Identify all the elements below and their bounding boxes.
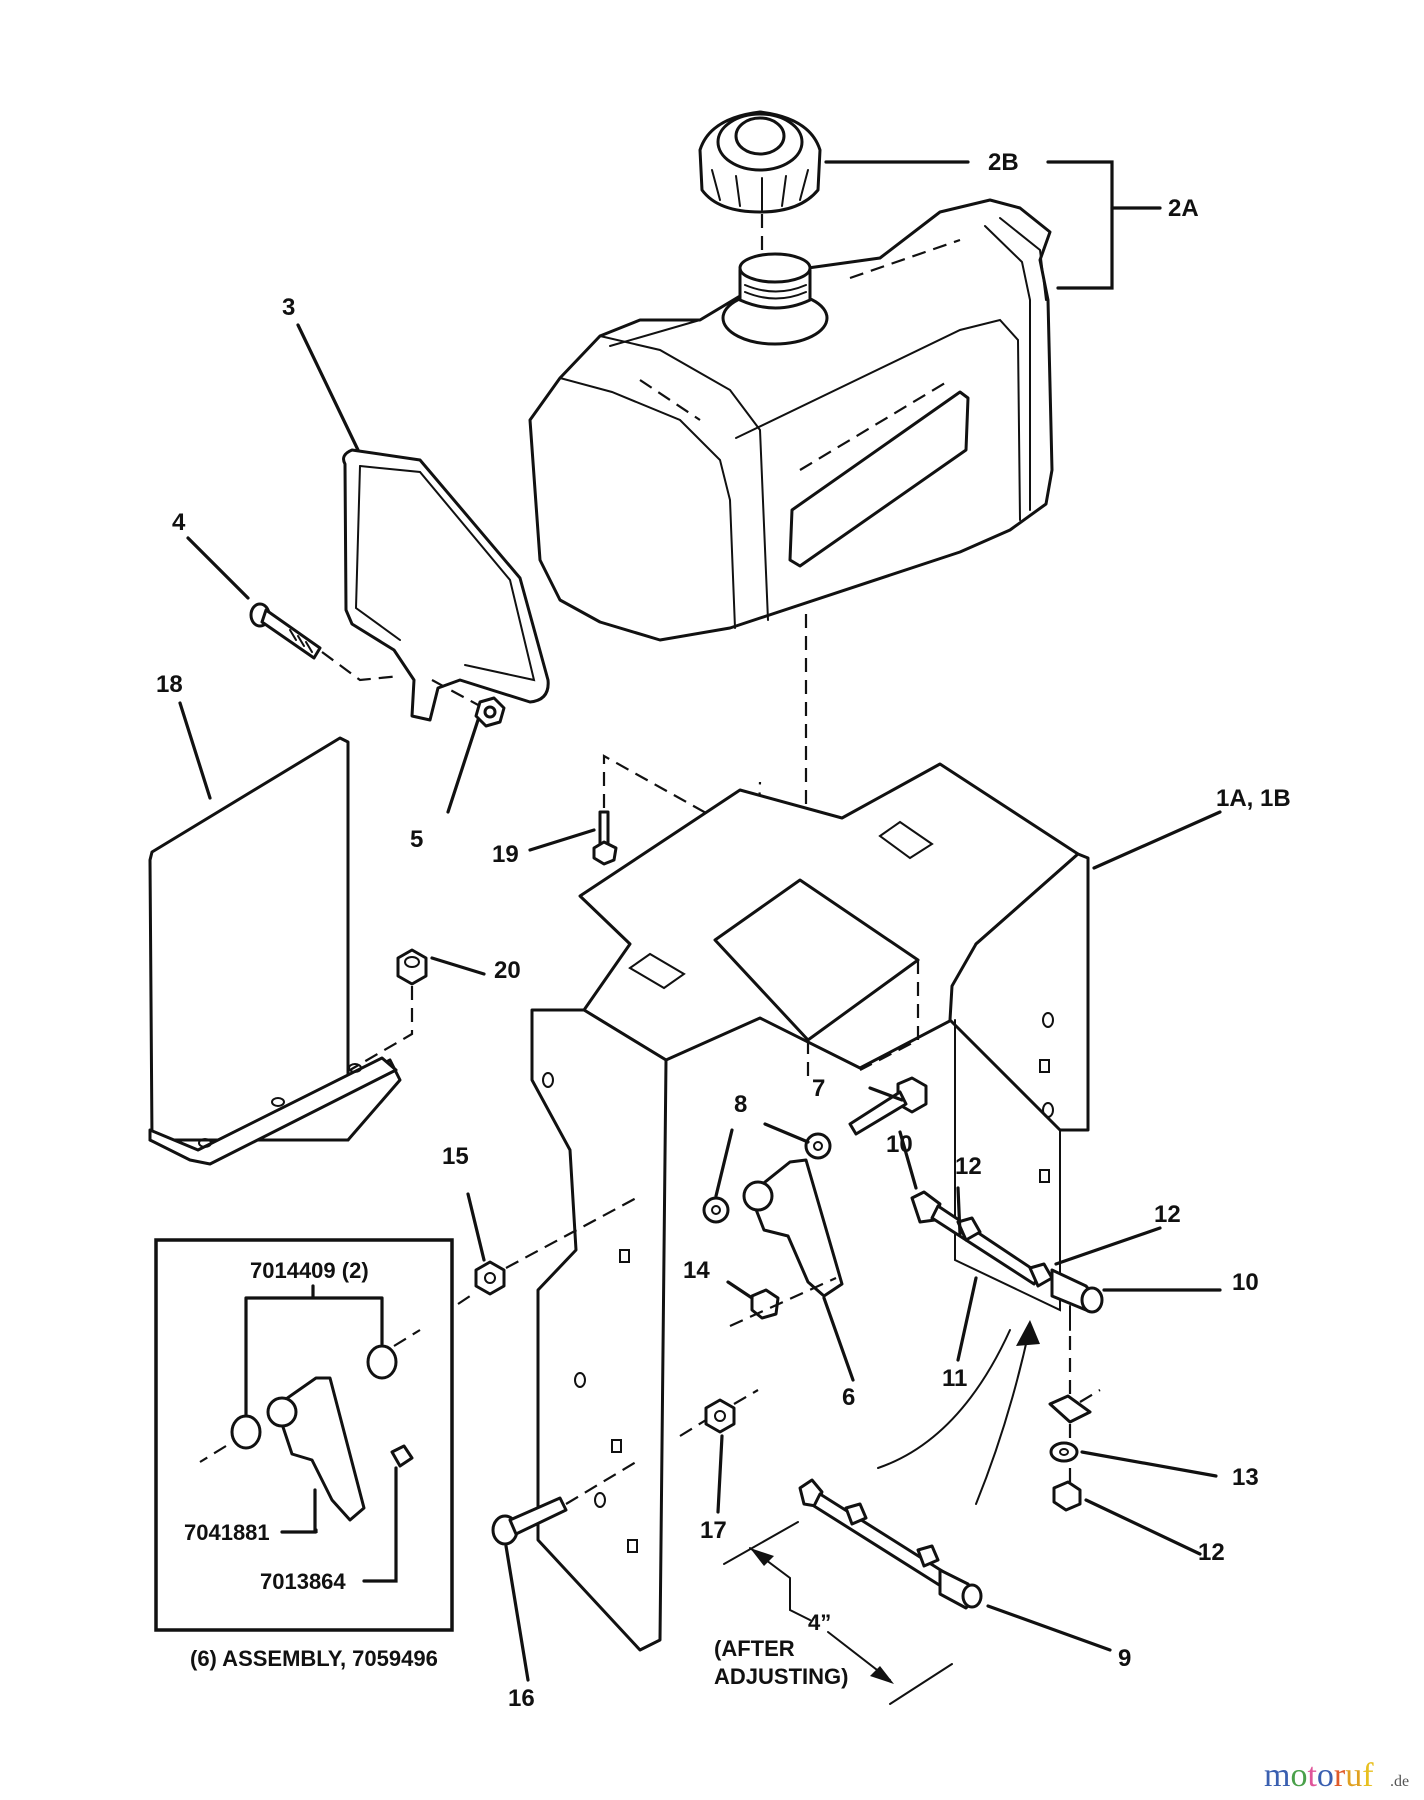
callout-12-upper: 12 bbox=[955, 1153, 982, 1180]
inset-caption: (6) ASSEMBLY, 7059496 bbox=[190, 1646, 438, 1671]
arm-nut-alignment-line bbox=[729, 1276, 837, 1328]
top-screw bbox=[592, 810, 618, 866]
dimension-arrow-2 bbox=[870, 1666, 894, 1684]
callout-2a: 2A bbox=[1168, 195, 1199, 222]
callout-7: 7 bbox=[812, 1075, 825, 1102]
dimension-note-line2: ADJUSTING) bbox=[714, 1664, 848, 1689]
lower-screw-alignment-line bbox=[565, 1461, 637, 1505]
callout-16: 16 bbox=[508, 1685, 535, 1712]
fuel-cap bbox=[698, 110, 822, 214]
callout-3: 3 bbox=[282, 294, 295, 321]
callout-2b: 2B bbox=[988, 149, 1019, 176]
callout-13: 13 bbox=[1232, 1464, 1259, 1491]
main-bracket bbox=[530, 762, 1090, 1652]
callout-10-upper: 10 bbox=[886, 1131, 913, 1158]
callout-1ab: 1A, 1B bbox=[1216, 785, 1291, 812]
callout-10-lower: 10 bbox=[1232, 1269, 1259, 1296]
control-arm bbox=[742, 1158, 844, 1298]
throttle-tab-hidden-edge bbox=[1079, 1389, 1101, 1403]
nut-alignment-line bbox=[431, 679, 481, 707]
callout-18: 18 bbox=[156, 671, 183, 698]
callout-14: 14 bbox=[683, 1257, 710, 1284]
leader-lines bbox=[178, 160, 1222, 1682]
panel-nut bbox=[396, 948, 428, 986]
side-panel bbox=[148, 736, 402, 1166]
arm-nut bbox=[750, 1288, 780, 1320]
watermark-text: motoruf bbox=[1264, 1757, 1374, 1794]
adjust-arrowhead bbox=[1016, 1320, 1040, 1346]
watermark-letter: m bbox=[1264, 1757, 1290, 1794]
adjust-arrow-1 bbox=[877, 1329, 1011, 1469]
callout-17: 17 bbox=[700, 1517, 727, 1544]
callout-20: 20 bbox=[494, 957, 521, 984]
inset-bushing-upper bbox=[366, 1344, 398, 1380]
inset-part-arm: 7041881 bbox=[184, 1520, 270, 1545]
bracket-nut bbox=[474, 1260, 506, 1296]
inset-fitting bbox=[390, 1444, 414, 1468]
callout-9: 9 bbox=[1118, 1645, 1131, 1672]
watermark-letter: o bbox=[1290, 1757, 1307, 1794]
throttle-tab bbox=[1048, 1394, 1092, 1424]
bolt-alignment-line bbox=[321, 651, 401, 682]
callout-6: 6 bbox=[842, 1384, 855, 1411]
dimension-ext-line-1 bbox=[723, 1521, 799, 1565]
inset-part-fitting: 7013864 bbox=[260, 1569, 346, 1594]
linkage-nut bbox=[1052, 1480, 1082, 1512]
inset-bushing-lower bbox=[230, 1414, 262, 1450]
assembly-inset: 7014409 (2) 7041881 7013864 bbox=[154, 1238, 454, 1632]
pivot-bolt bbox=[848, 1076, 928, 1136]
callout-4: 4 bbox=[172, 509, 186, 536]
callout-12-middle: 12 bbox=[1154, 1201, 1181, 1228]
tank-strap bbox=[342, 448, 550, 722]
bracket-nut-alignment-line bbox=[457, 1195, 641, 1305]
watermark-letter: t bbox=[1307, 1757, 1317, 1794]
lower-nut bbox=[704, 1398, 736, 1434]
watermark-logo: motoruf .de bbox=[1264, 1757, 1409, 1794]
dimension-ext-line-2 bbox=[889, 1663, 953, 1705]
watermark-suffix: .de bbox=[1390, 1773, 1409, 1790]
callout-11: 11 bbox=[942, 1365, 967, 1392]
callout-12-lower: 12 bbox=[1198, 1539, 1225, 1566]
callout-19: 19 bbox=[492, 841, 519, 868]
inset-arm bbox=[274, 1376, 366, 1522]
adjust-arrow-2 bbox=[975, 1325, 1031, 1505]
strap-bolt bbox=[249, 602, 322, 660]
linkage-washer bbox=[1049, 1441, 1079, 1463]
dimension-arrow-1 bbox=[750, 1548, 774, 1566]
panel-nut-alignment-line bbox=[349, 986, 414, 1071]
strap-nut bbox=[474, 696, 506, 728]
lower-nut-alignment-line bbox=[679, 1389, 759, 1437]
inset-part-washers: 7014409 (2) bbox=[250, 1258, 369, 1283]
watermark-letter: o bbox=[1317, 1757, 1334, 1794]
watermark-letter: r bbox=[1334, 1757, 1346, 1794]
screw-alignment-line bbox=[602, 754, 762, 844]
watermark-letter: f bbox=[1362, 1757, 1374, 1794]
dimension-value: 4” bbox=[808, 1610, 831, 1635]
dimension-line-1 bbox=[749, 1547, 811, 1621]
pivot-washers bbox=[702, 1132, 832, 1224]
fuel-tank bbox=[528, 198, 1054, 642]
callout-5: 5 bbox=[410, 826, 423, 853]
adjusted-rod bbox=[798, 1478, 983, 1610]
callout-8: 8 bbox=[734, 1091, 747, 1118]
callout-15: 15 bbox=[442, 1143, 469, 1170]
lower-screw bbox=[491, 1496, 568, 1546]
watermark-letter: u bbox=[1345, 1757, 1362, 1794]
dimension-note-line1: (AFTER bbox=[714, 1636, 795, 1661]
throttle-linkage bbox=[910, 1190, 1104, 1331]
